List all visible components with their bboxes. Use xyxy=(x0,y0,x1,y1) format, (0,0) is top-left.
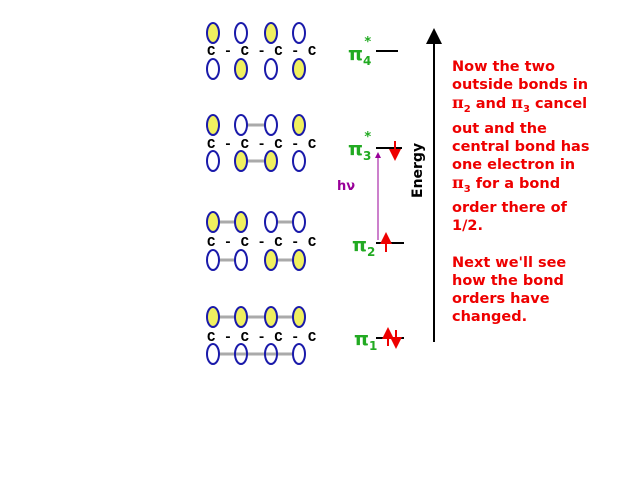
level-pi2: π2 xyxy=(352,232,404,259)
lobe-c2-top xyxy=(234,211,248,233)
lobe-c1-bottom xyxy=(206,58,220,80)
note-sub: 3 xyxy=(463,184,471,195)
orbital-row-pi2: C - C - C - C xyxy=(206,211,317,271)
level-label: π3* xyxy=(348,130,371,163)
lobe-c2-bottom xyxy=(234,150,248,172)
note-sub: 3 xyxy=(523,104,530,116)
lobe-c3-top xyxy=(264,114,278,136)
lobe-c4-bottom xyxy=(292,249,306,271)
lobe-c1-top xyxy=(206,114,220,136)
orbital-row-pi3: C - C - C - C xyxy=(206,114,317,172)
lobe-c3-top xyxy=(264,22,278,44)
lobe-c2-bottom xyxy=(234,249,248,271)
lobe-c2-bottom xyxy=(234,343,248,365)
lobe-c4-top xyxy=(292,114,306,136)
lobe-c4-top xyxy=(292,306,306,328)
energy-axis-label: Energy xyxy=(410,143,426,198)
lobe-c2-top xyxy=(234,306,248,328)
lobe-c3-bottom xyxy=(264,150,278,172)
excitation-label: hν xyxy=(337,179,355,194)
lobe-c3-top xyxy=(264,306,278,328)
lobe-c3-top xyxy=(264,211,278,233)
note-text: for a bond order there of 1/2. xyxy=(452,176,567,235)
lobe-c2-top xyxy=(234,22,248,44)
lobe-c4-bottom xyxy=(292,58,306,80)
level-pi4-star: π4* xyxy=(348,35,398,68)
excitation: hν xyxy=(337,152,381,240)
lobe-c4-bottom xyxy=(292,150,306,172)
lobe-c1-top xyxy=(206,306,220,328)
lobe-c4-bottom xyxy=(292,343,306,365)
note-text: cancel out and the central bond has one … xyxy=(452,96,590,173)
note-paragraph-2: Next we'll see how the bond orders have … xyxy=(452,254,567,326)
carbon-chain: C - C - C - C xyxy=(207,137,317,153)
level-pi1: π1 xyxy=(354,327,404,353)
note-gap xyxy=(452,236,592,254)
carbon-chain: C - C - C - C xyxy=(207,44,317,60)
level-label: π4* xyxy=(348,35,371,68)
lobe-c4-top xyxy=(292,211,306,233)
level-pi3-star: π3* xyxy=(348,130,402,163)
carbon-chain: C - C - C - C xyxy=(207,235,317,251)
note-text: Now the two outside bonds in xyxy=(452,59,589,94)
note-pi: π xyxy=(452,93,464,113)
note-sub: 2 xyxy=(463,104,471,116)
note-pi: π xyxy=(452,173,464,193)
note-pi: π xyxy=(511,93,523,113)
note-text: and xyxy=(470,96,512,113)
lobe-c1-bottom xyxy=(206,150,220,172)
lobe-c2-top xyxy=(234,114,248,136)
energy-axis: Energy xyxy=(410,28,442,342)
lobe-c1-top xyxy=(206,22,220,44)
lobe-c3-bottom xyxy=(264,249,278,271)
lobe-c3-bottom xyxy=(264,58,278,80)
explanation-note: Now the two outside bonds in π2 and π3 c… xyxy=(452,58,592,326)
level-label: π1 xyxy=(354,328,377,353)
lobe-c2-bottom xyxy=(234,58,248,80)
lobe-c1-bottom xyxy=(206,343,220,365)
lobe-c3-bottom xyxy=(264,343,278,365)
orbital-row-pi4: C - C - C - C xyxy=(206,22,317,80)
carbon-chain: C - C - C - C xyxy=(207,330,317,346)
lobe-c1-bottom xyxy=(206,249,220,271)
level-label: π2 xyxy=(352,234,375,259)
orbital-row-pi1: C - C - C - C xyxy=(206,306,317,365)
lobe-c4-top xyxy=(292,22,306,44)
note-paragraph-1: Now the two outside bonds in π2 and π3 c… xyxy=(452,58,592,236)
lobe-c1-top xyxy=(206,211,220,233)
